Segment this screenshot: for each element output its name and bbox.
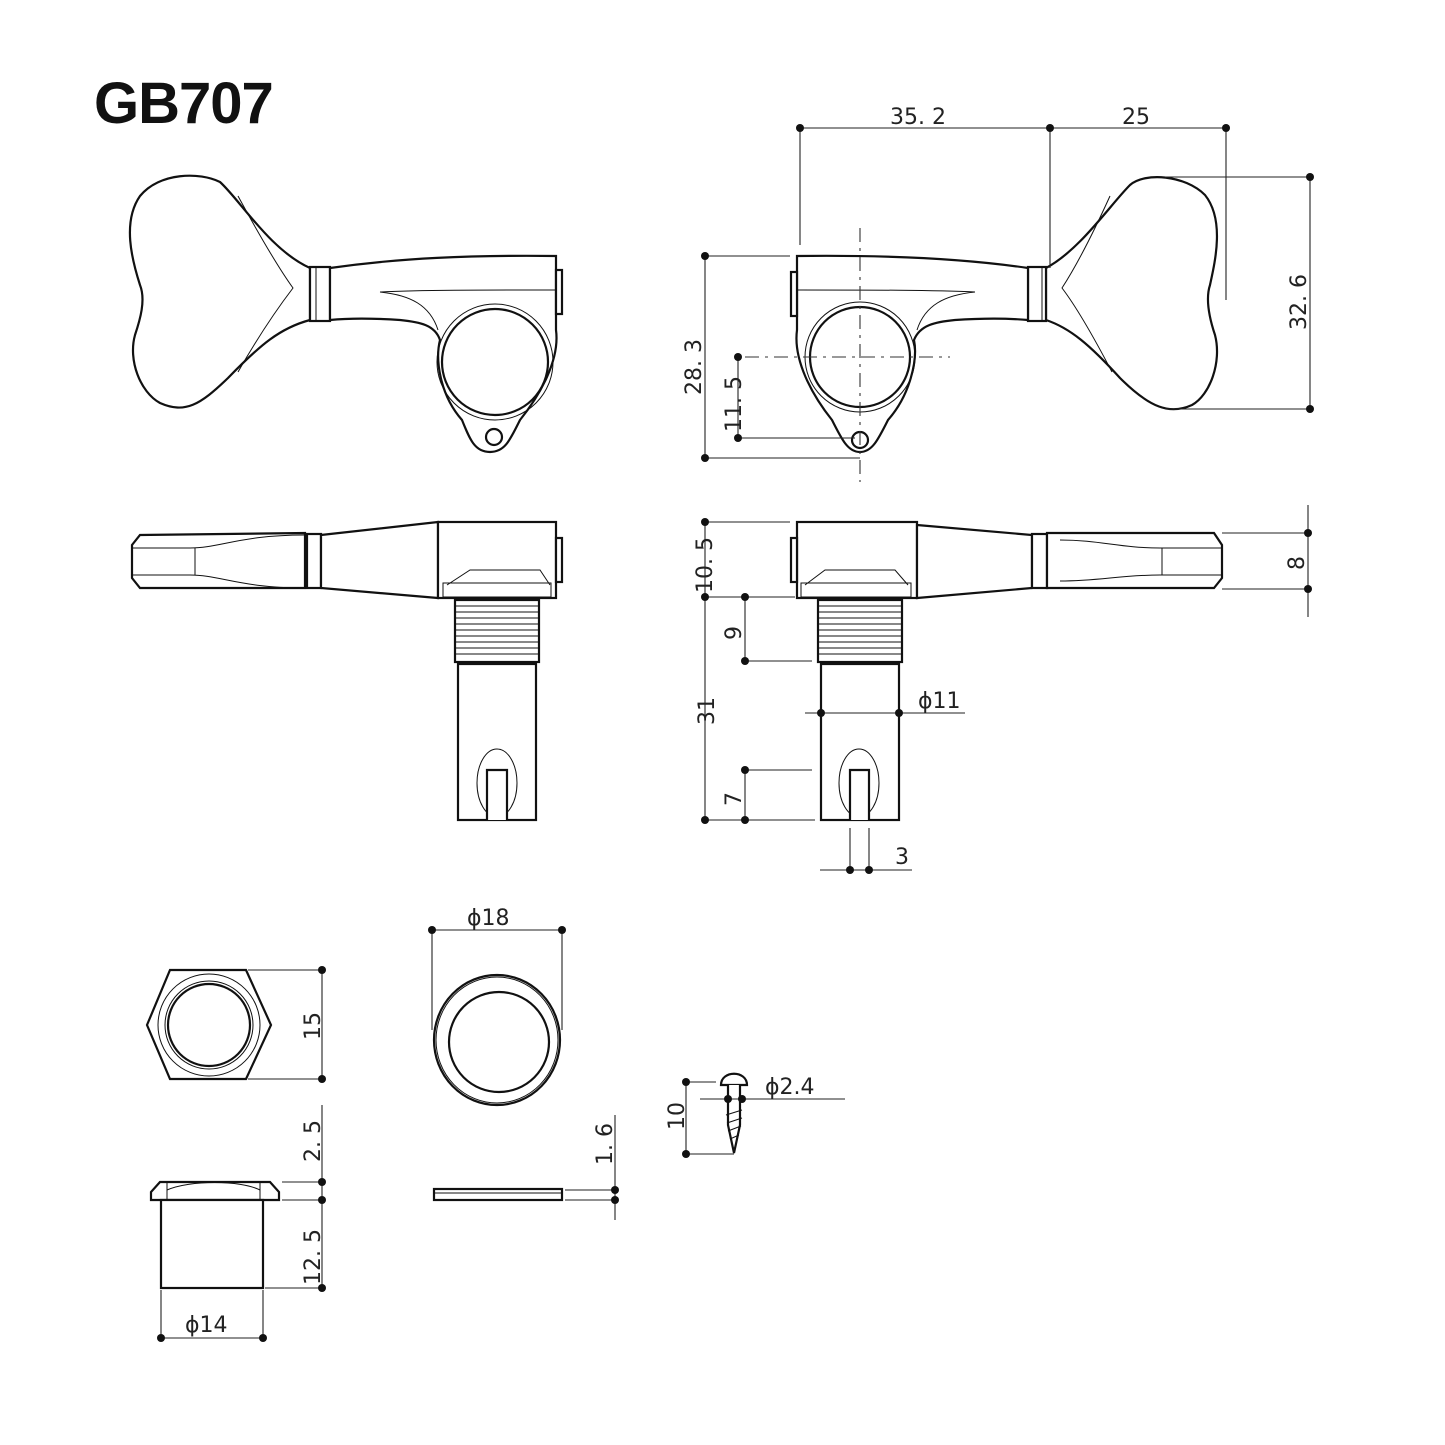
dim-washer-diameter: ϕ18 (467, 906, 510, 931)
dim-slot-depth: 7 (722, 792, 747, 806)
tuner-side-view-left (130, 520, 564, 822)
dim-post-diameter: ϕ11 (918, 689, 961, 714)
mounting-screw: 10 ϕ2.4 (665, 1072, 845, 1158)
dim-button-width: 25 (1122, 105, 1150, 130)
dim-nut-across-flats: 15 (301, 1012, 326, 1040)
dim-post-to-screw: 11. 5 (722, 376, 747, 432)
hex-nut: 15 (145, 966, 326, 1083)
dim-bushing-flange: 2. 5 (301, 1120, 326, 1162)
bushing: 2. 5 12. 5 ϕ14 (149, 1105, 326, 1342)
tuner-front-view-left (128, 174, 564, 454)
dim-housing-thickness: 10. 5 (693, 537, 718, 593)
front-view-dimensions: 35. 2 25 32. 6 28. 3 11. 5 (682, 105, 1314, 462)
dim-screw-length: 10 (665, 1102, 690, 1130)
dim-bushing-height: 12. 5 (301, 1229, 326, 1285)
model-title: GB707 (94, 71, 274, 136)
dim-screw-diameter: ϕ2.4 (765, 1075, 815, 1100)
dim-post-to-shaft: 35. 2 (890, 105, 946, 130)
tuner-side-view-right (789, 520, 1224, 822)
dim-thread-length: 9 (722, 626, 747, 640)
dim-slot-width: 3 (895, 845, 909, 870)
dim-bushing-diameter: ϕ14 (185, 1313, 228, 1338)
dim-washer-thickness: 1. 6 (593, 1123, 618, 1165)
tuner-front-view-right (745, 176, 1219, 482)
dim-post-length: 31 (695, 697, 720, 725)
washer: ϕ18 1. 6 (428, 906, 619, 1220)
dim-housing-height: 28. 3 (682, 339, 707, 395)
side-view-dimensions: 10. 5 31 9 7 ϕ11 3 8 (693, 505, 1312, 874)
dim-button-thickness: 8 (1285, 556, 1310, 570)
dim-button-height: 32. 6 (1287, 274, 1312, 330)
